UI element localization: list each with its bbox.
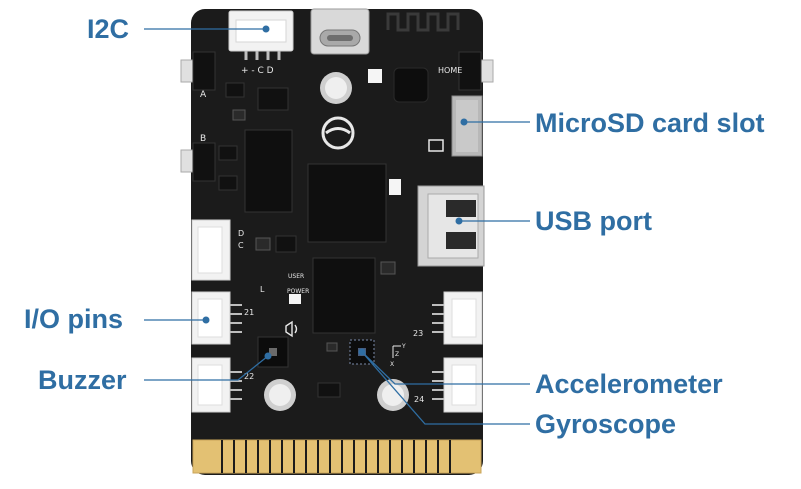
coprocessor-chip	[312, 257, 376, 334]
small-chip	[275, 235, 297, 253]
side-c-label: C	[238, 241, 244, 250]
small-chip	[380, 261, 396, 275]
usb-port	[417, 185, 485, 267]
led	[368, 69, 382, 83]
side-d-label: D	[238, 229, 244, 238]
home-button	[458, 51, 494, 91]
small-chip	[218, 175, 238, 191]
microsd-slot	[451, 95, 483, 157]
side-connector-left-top	[191, 219, 231, 281]
label-buzzer: Buzzer	[38, 365, 127, 395]
small-chip	[255, 237, 271, 251]
pin-23-label: 23	[413, 329, 423, 338]
button-a	[180, 51, 216, 91]
small-chip	[257, 87, 289, 111]
small-chip	[317, 382, 341, 398]
side-connector-right-24	[432, 357, 483, 413]
home-label: HOME	[438, 66, 462, 75]
wireless-module	[393, 67, 429, 103]
i2c-pin-labels: + - C D	[241, 66, 274, 76]
sd-card-icon	[428, 139, 444, 152]
leader-line-accelerometer	[361, 351, 530, 385]
usb-c-connector	[310, 8, 370, 55]
small-chip	[232, 109, 246, 121]
leader-dots	[202, 25, 468, 360]
small-chip	[225, 82, 245, 98]
i2c-connector	[228, 10, 294, 60]
leader-line-buzzer	[144, 355, 269, 381]
leader-line-gyroscope	[361, 351, 530, 425]
memory-chip	[244, 129, 293, 213]
pin-21-label: 21	[244, 308, 254, 317]
small-chip	[326, 342, 338, 352]
gold-edge-connector	[192, 439, 482, 474]
light-l-label: L	[260, 285, 265, 294]
antenna-trace	[386, 12, 460, 32]
logo-icon	[321, 116, 355, 150]
led	[389, 179, 401, 195]
label-microsd: MicroSD card slot	[535, 108, 765, 138]
buzzer-connector	[191, 357, 242, 413]
mounting-hole	[264, 379, 296, 411]
label-usb-port: USB port	[535, 206, 652, 236]
axis-icon	[392, 345, 401, 358]
processor-chip	[307, 163, 387, 243]
label-accelerometer: Accelerometer	[535, 369, 723, 399]
label-io-pins: I/O pins	[24, 304, 124, 334]
button-b	[180, 142, 216, 182]
pin-22-label: 22	[244, 372, 254, 381]
button-a-label: A	[200, 90, 207, 100]
power-label: POWER	[287, 288, 309, 295]
axis-z-label: Z	[395, 351, 399, 358]
label-gyroscope: Gyroscope	[535, 409, 677, 439]
io-pins-connector	[191, 291, 242, 345]
mounting-hole	[320, 72, 352, 104]
label-i2c: I2C	[87, 14, 130, 44]
small-chip	[218, 145, 238, 161]
buzzer-component	[257, 336, 289, 368]
mounting-hole	[377, 379, 409, 411]
pin-24-label: 24	[414, 395, 424, 404]
side-connector-right-23	[432, 291, 483, 345]
button-b-label: B	[200, 134, 206, 144]
user-label: USER	[288, 273, 304, 280]
axis-y-label: Y	[401, 343, 406, 350]
small-chip	[289, 294, 301, 304]
leader-lines	[144, 28, 530, 425]
axis-x-label: X	[390, 361, 394, 368]
speaker-icon	[285, 320, 298, 338]
